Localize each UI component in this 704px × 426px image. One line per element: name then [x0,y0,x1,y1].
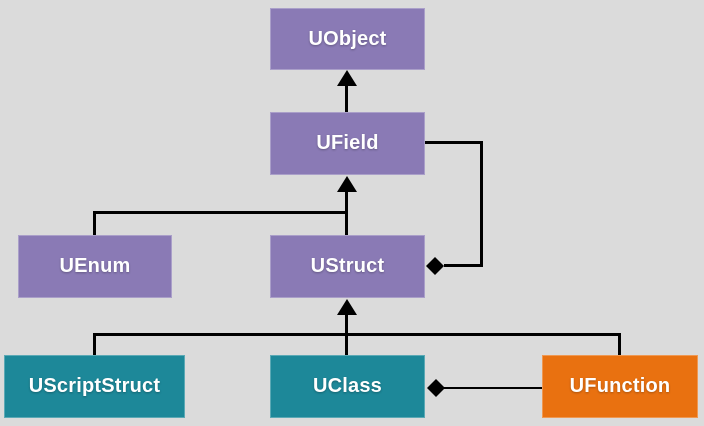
inheritance-arrowhead-to-ufield [337,176,357,192]
inheritance-arrowhead-ufield-uobject [337,70,357,86]
node-uscriptstruct: UScriptStruct [4,355,185,418]
edge-line-uenum-branch-horizontal [93,211,348,214]
edge-line-ufunction-vertical [618,333,621,355]
edge-line-uscriptstruct-vertical [93,333,96,355]
node-uenum: UEnum [18,235,172,298]
composition-line-uclass-ufunction [444,387,542,389]
node-ustruct: UStruct [270,235,425,298]
composition-line-ufield-right [425,141,483,144]
composition-diamond-uclass [427,379,445,397]
composition-line-to-ustruct [444,264,483,267]
node-ufield: UField [270,112,425,175]
edge-line-uenum-vertical [93,211,96,235]
node-ufunction: UFunction [542,355,698,418]
node-uclass: UClass [270,355,425,418]
edge-line-ufield-uobject [345,84,348,112]
composition-diamond-ustruct [426,257,444,275]
composition-line-vertical [480,141,483,267]
node-uobject: UObject [270,8,425,70]
inheritance-arrowhead-to-ustruct [337,299,357,315]
edge-line-bottom-branch-horizontal [93,333,621,336]
